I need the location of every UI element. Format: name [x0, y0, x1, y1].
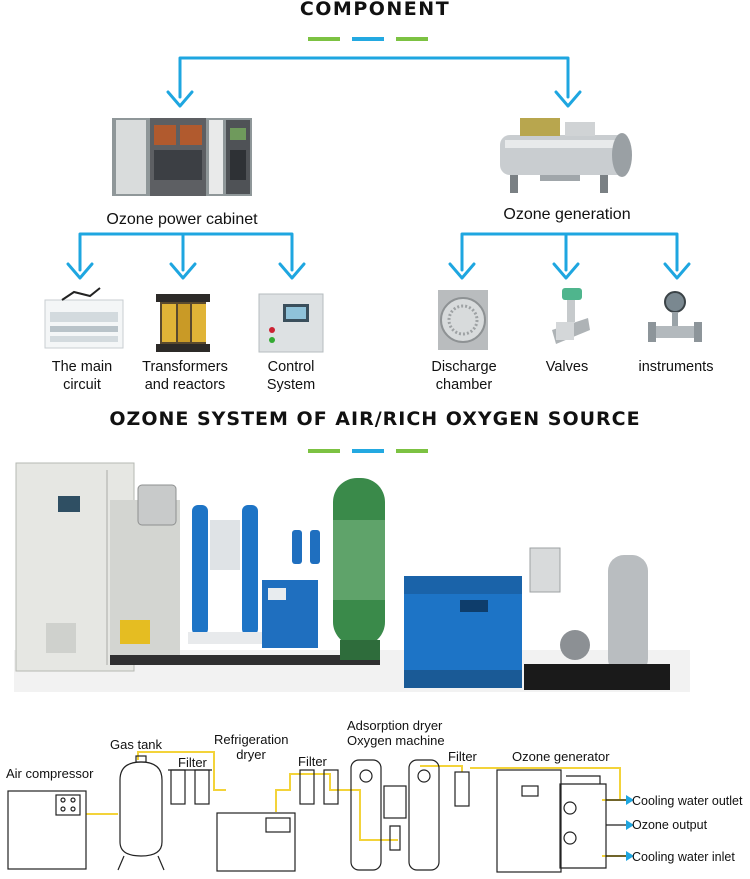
- title-underline-dashes: [302, 28, 434, 46]
- ozone-output-label: Ozone output: [632, 818, 708, 832]
- sub-left-0-line2: circuit: [63, 377, 101, 393]
- cooling-water-inlet-label: Cooling water inlet: [632, 850, 735, 864]
- refrigeration-line2: dryer: [236, 747, 266, 762]
- sub-left-2: Control System: [246, 358, 336, 394]
- gas-tank-label: Gas tank: [110, 737, 163, 752]
- ozone-power-cabinet-label: Ozone power cabinet: [106, 211, 258, 228]
- transformer-photo: [156, 294, 210, 352]
- adsorption-label: Adsorption dryer Oxygen machine: [347, 718, 445, 748]
- cooling-water-outlet-label: Cooling water outlet: [632, 794, 743, 808]
- ozone-generation-label: Ozone generation: [503, 206, 631, 223]
- sub-right-0: Discharge chamber: [418, 358, 510, 394]
- adsorption-line1: Adsorption dryer: [347, 718, 443, 733]
- sub-left-1-line1: Transformers: [142, 359, 228, 375]
- sub-right-0-line1: Discharge: [431, 359, 497, 375]
- circuit-board-photo: [44, 287, 124, 349]
- sub-left-1: Transformers and reactors: [130, 358, 240, 394]
- sub-right-1-line1: Valves: [545, 359, 589, 375]
- sub-right-0-line2: chamber: [435, 377, 493, 393]
- refrigeration-line1: Refrigeration: [214, 732, 289, 747]
- sub-right-2-line1: instruments: [638, 359, 714, 375]
- adsorption-line2: Oxygen machine: [347, 733, 445, 748]
- sub-right-1: Valves: [522, 358, 612, 376]
- sub-left-0-line1: The main: [51, 359, 113, 375]
- system-title: OZONE SYSTEM OF AIR/RICH OXYGEN SOURCE: [109, 408, 641, 430]
- flowmeter-photo: [648, 291, 702, 342]
- system-title-underline-dashes: [302, 440, 434, 458]
- sub-left-2-line1: Control: [267, 359, 315, 375]
- sub-left-1-line2: and reactors: [144, 377, 226, 393]
- component-title: COMPONENT: [299, 0, 451, 20]
- sub-left-0: The main circuit: [36, 358, 128, 394]
- control-panel-photo: [258, 293, 324, 353]
- air-compressor-label: Air compressor: [6, 766, 94, 781]
- ozone-generator-label: Ozone generator: [512, 749, 610, 764]
- discharge-chamber-photo: [438, 290, 488, 350]
- sub-left-2-line2: System: [266, 377, 316, 393]
- sub-right-2: instruments: [624, 358, 728, 376]
- filter-3-label: Filter: [448, 749, 477, 764]
- valve-photo: [552, 288, 590, 344]
- refrigeration-dryer-label: Refrigeration dryer: [214, 732, 288, 762]
- filter-1-label: Filter: [178, 755, 207, 770]
- filter-2-label: Filter: [298, 754, 327, 769]
